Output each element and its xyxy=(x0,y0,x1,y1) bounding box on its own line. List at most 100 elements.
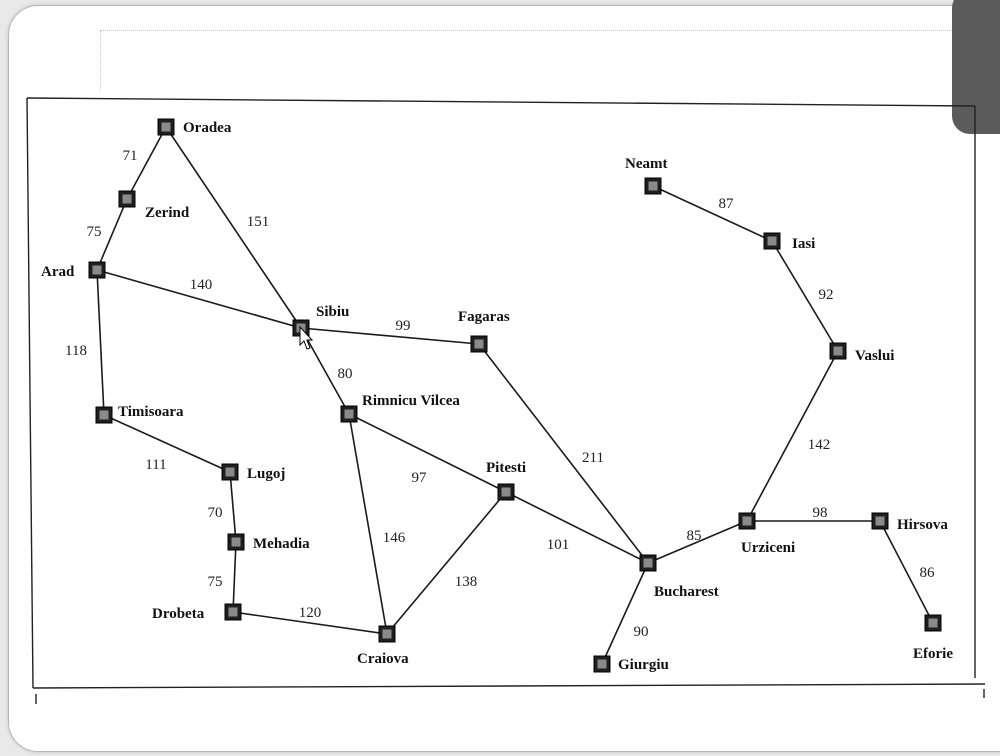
city-node-rimnicu: Rimnicu Vilcea xyxy=(340,393,460,423)
map-frame-left xyxy=(26,97,34,689)
city-marker-fill xyxy=(597,659,607,669)
city-label-rimnicu: Rimnicu Vilcea xyxy=(362,393,460,409)
city-node-oradea: Oradea xyxy=(157,118,232,136)
city-node-hirsova: Hirsova xyxy=(871,512,948,533)
city-marker-fill xyxy=(225,467,235,477)
road-distance-bucharest-urziceni: 85 xyxy=(687,528,702,544)
road-sibiu-fagaras xyxy=(300,327,480,345)
road-distance-fagaras-bucharest: 211 xyxy=(582,450,604,466)
road-oradea-zerind xyxy=(126,126,167,200)
road-distance-sibiu-fagaras: 99 xyxy=(396,318,411,334)
city-marker-fill xyxy=(648,181,658,191)
city-node-timisoara: Timisoara xyxy=(95,404,184,424)
city-marker-fill xyxy=(833,346,843,356)
corner-tab xyxy=(952,0,1000,134)
map-frame-bottom xyxy=(32,683,986,689)
city-marker-fill xyxy=(92,265,102,275)
road-bucharest-giurgiu xyxy=(601,562,649,665)
city-node-eforie: Eforie xyxy=(913,614,953,662)
road-distance-iasi-neamt: 87 xyxy=(719,196,735,212)
road-bucharest-urziceni xyxy=(647,520,748,564)
header-rule xyxy=(100,30,101,90)
city-node-zerind: Zerind xyxy=(118,190,190,221)
road-arad-timisoara xyxy=(96,269,105,416)
road-distance-oradea-sibiu: 151 xyxy=(247,214,270,230)
city-node-drobeta: Drobeta xyxy=(152,603,242,622)
city-label-iasi: Iasi xyxy=(792,236,815,252)
city-label-drobeta: Drobeta xyxy=(152,606,205,622)
city-node-giurgiu: Giurgiu xyxy=(593,655,669,673)
road-distance-sibiu-rimnicu: 80 xyxy=(338,366,353,382)
city-node-pitesti: Pitesti xyxy=(486,460,526,501)
city-marker-fill xyxy=(928,618,938,628)
road-rimnicu-craiova xyxy=(348,413,388,635)
city-marker-fill xyxy=(161,122,171,132)
city-label-eforie: Eforie xyxy=(913,646,953,662)
road-fagaras-bucharest xyxy=(478,343,649,564)
road-distance-pitesti-bucharest: 101 xyxy=(547,537,570,553)
road-drobeta-craiova xyxy=(232,611,388,635)
road-distance-urziceni-hirsova: 98 xyxy=(813,505,828,521)
city-node-mehadia: Mehadia xyxy=(227,533,310,552)
road-sibiu-rimnicu xyxy=(300,327,350,415)
city-label-hirsova: Hirsova xyxy=(897,517,948,533)
city-marker-fill xyxy=(231,537,241,547)
road-distance-rimnicu-craiova: 146 xyxy=(383,530,406,546)
city-marker-fill xyxy=(767,236,777,246)
city-label-pitesti: Pitesti xyxy=(486,460,526,476)
road-distance-mehadia-drobeta: 75 xyxy=(208,574,223,590)
road-arad-sibiu xyxy=(96,269,302,329)
road-distance-urziceni-vaslui: 142 xyxy=(808,437,831,453)
road-distance-drobeta-craiova: 120 xyxy=(299,605,322,621)
road-mehadia-drobeta xyxy=(232,541,237,613)
cursor-icon xyxy=(299,325,314,350)
city-marker-fill xyxy=(228,607,238,617)
road-distance-oradea-zerind: 71 xyxy=(123,148,138,164)
city-label-craiova: Craiova xyxy=(357,651,409,667)
city-node-fagaras: Fagaras xyxy=(458,309,510,353)
road-distance-zerind-arad: 75 xyxy=(87,224,102,240)
road-urziceni-vaslui xyxy=(746,350,839,522)
road-distance-vaslui-iasi: 92 xyxy=(819,287,834,303)
city-marker-fill xyxy=(344,409,354,419)
city-label-zerind: Zerind xyxy=(145,205,190,221)
city-node-neamt: Neamt xyxy=(625,156,667,195)
road-distance-arad-sibiu: 140 xyxy=(190,277,213,293)
city-node-iasi: Iasi xyxy=(763,232,815,252)
city-label-neamt: Neamt xyxy=(625,156,667,172)
road-pitesti-bucharest xyxy=(505,491,649,564)
city-label-arad: Arad xyxy=(41,264,75,280)
city-label-fagaras: Fagaras xyxy=(458,309,510,325)
road-distance-rimnicu-pitesti: 97 xyxy=(412,470,428,486)
road-distance-bucharest-giurgiu: 90 xyxy=(634,624,649,640)
city-marker-fill xyxy=(122,194,132,204)
road-rimnicu-pitesti xyxy=(348,413,507,493)
road-timisoara-lugoj xyxy=(103,414,231,473)
road-distance-hirsova-eforie: 86 xyxy=(920,565,936,581)
city-label-vaslui: Vaslui xyxy=(855,348,894,364)
road-lugoj-mehadia xyxy=(229,471,237,543)
city-marker-fill xyxy=(501,487,511,497)
road-hirsova-eforie xyxy=(879,520,934,624)
city-label-urziceni: Urziceni xyxy=(741,540,795,556)
city-node-lugoj: Lugoj xyxy=(221,463,285,482)
road-craiova-pitesti xyxy=(386,491,507,635)
city-node-vaslui: Vaslui xyxy=(829,342,894,364)
city-label-sibiu: Sibiu xyxy=(316,304,349,320)
city-marker-fill xyxy=(875,516,885,526)
city-marker-fill xyxy=(474,339,484,349)
roads-layer: 7175151140118998011170751201469713810121… xyxy=(65,126,936,665)
header-divider xyxy=(100,30,960,31)
city-label-oradea: Oradea xyxy=(183,120,232,136)
road-zerind-arad xyxy=(96,198,128,271)
city-marker-fill xyxy=(382,629,392,639)
city-node-urziceni: Urziceni xyxy=(738,512,795,556)
road-distance-craiova-pitesti: 138 xyxy=(455,574,478,590)
city-node-craiova: Craiova xyxy=(357,625,409,667)
city-marker-fill xyxy=(643,558,653,568)
map-frame-top xyxy=(26,97,976,107)
city-label-mehadia: Mehadia xyxy=(253,536,310,552)
road-oradea-sibiu xyxy=(165,126,302,329)
